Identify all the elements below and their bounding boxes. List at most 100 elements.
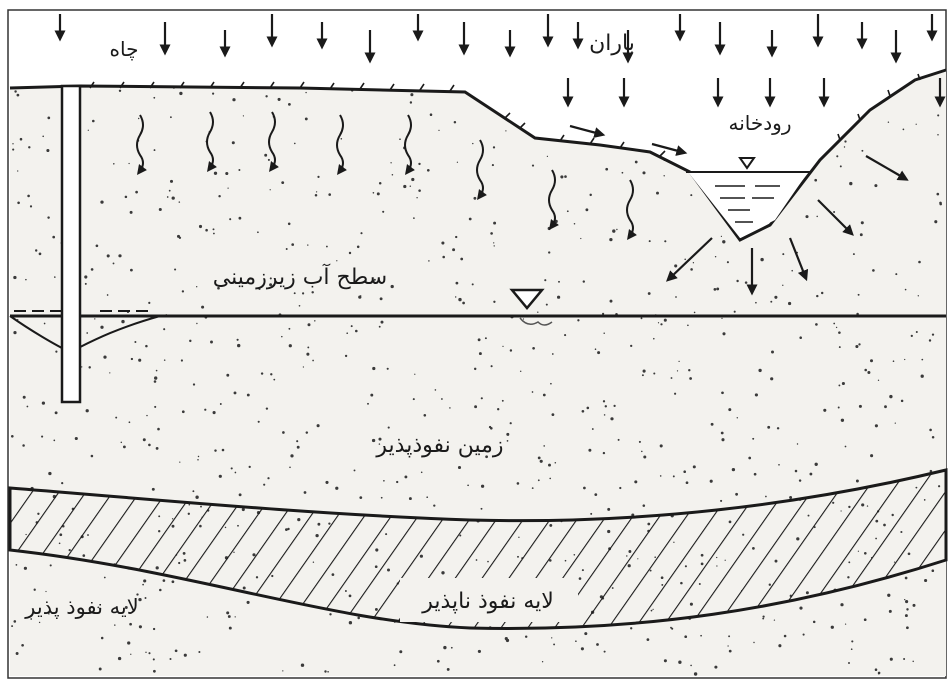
soil-speck: [799, 607, 802, 610]
soil-speck: [357, 617, 360, 620]
soil-speck: [474, 405, 477, 408]
soil-speck: [478, 650, 481, 653]
soil-speck: [728, 635, 730, 637]
soil-speck: [218, 195, 220, 197]
soil-speck: [714, 288, 717, 291]
soil-speck: [473, 197, 476, 200]
soil-speck: [437, 660, 440, 663]
soil-speck: [532, 347, 535, 350]
soil-speck: [179, 201, 180, 202]
soil-speck: [39, 253, 42, 256]
soil-speck: [845, 446, 847, 448]
soil-speck: [314, 320, 315, 321]
soil-speck: [875, 668, 878, 671]
soil-speck: [805, 215, 808, 218]
soil-speck: [107, 254, 110, 257]
soil-speck: [247, 394, 250, 397]
soil-speck: [795, 470, 798, 473]
soil-speck: [443, 646, 446, 649]
soil-speck: [349, 252, 351, 254]
soil-speck: [716, 287, 719, 290]
soil-speck: [678, 361, 679, 362]
soil-speck: [683, 470, 686, 473]
soil-speck: [169, 658, 171, 660]
soil-speck: [179, 92, 182, 95]
soil-speck: [267, 477, 269, 479]
soil-speck: [878, 673, 880, 675]
soil-speck: [932, 333, 934, 335]
soil-speck: [308, 323, 311, 326]
soil-speck: [220, 403, 222, 405]
soil-speck: [585, 208, 588, 211]
soil-speck: [748, 457, 751, 460]
soil-speck: [595, 348, 597, 350]
soil-speck: [813, 621, 816, 624]
soil-speck: [104, 577, 106, 579]
soil-speck: [803, 634, 805, 636]
soil-speck: [270, 189, 271, 190]
soil-speck: [715, 256, 716, 257]
soil-speck: [282, 670, 283, 671]
soil-speck: [154, 376, 157, 379]
soil-speck: [537, 312, 538, 313]
soil-speck: [878, 380, 879, 381]
soil-speck: [686, 481, 689, 484]
soil-speck: [278, 98, 281, 101]
soil-speck: [936, 193, 939, 196]
soil-speck: [643, 370, 646, 373]
soil-speck: [677, 370, 678, 371]
soil-speck: [845, 623, 846, 624]
soil-speck: [410, 185, 411, 186]
soil-speck: [735, 493, 738, 496]
soil-speck: [816, 216, 818, 218]
soil-speck: [143, 579, 146, 582]
soil-speck: [219, 475, 222, 478]
soil-speck: [745, 281, 748, 284]
soil-speck: [809, 473, 812, 476]
soil-speck: [551, 637, 552, 638]
soil-speck: [265, 95, 267, 97]
soil-speck: [101, 637, 104, 640]
soil-speck: [164, 359, 166, 361]
soil-speck: [119, 90, 121, 92]
soil-speck: [394, 664, 396, 666]
soil-speck: [557, 296, 560, 299]
soil-speck: [860, 233, 863, 236]
soil-speck: [12, 143, 13, 144]
soil-speck: [86, 332, 88, 334]
soil-speck: [196, 323, 197, 324]
soil-speck: [613, 405, 615, 407]
soil-speck: [156, 370, 158, 372]
soil-speck: [777, 427, 779, 429]
soil-speck: [502, 400, 504, 402]
soil-speck: [916, 331, 918, 333]
soil-speck: [261, 372, 263, 374]
soil-speck: [493, 146, 495, 148]
soil-speck: [42, 136, 44, 138]
soil-speck: [851, 648, 853, 650]
soil-speck: [238, 169, 240, 171]
soil-speck: [771, 351, 774, 354]
soil-speck: [170, 116, 172, 118]
soil-speck: [127, 641, 130, 644]
soil-speck: [630, 345, 632, 347]
soil-speck: [235, 616, 236, 617]
soil-speck: [481, 397, 483, 399]
soil-speck: [28, 146, 30, 148]
soil-speck: [148, 444, 151, 447]
soil-speck: [107, 294, 109, 296]
soil-speck: [184, 654, 187, 657]
soil-speck: [839, 346, 841, 348]
soil-speck: [856, 480, 859, 483]
soil-speck: [905, 614, 908, 617]
soil-speck: [895, 422, 896, 423]
soil-speck: [113, 163, 115, 165]
soil-speck: [550, 383, 552, 385]
soil-speck: [452, 248, 455, 251]
soil-speck: [493, 222, 496, 225]
soil-speck: [538, 457, 541, 460]
soil-speck: [328, 193, 331, 196]
soil-speck: [193, 383, 195, 385]
soil-speck: [575, 640, 577, 642]
soil-speck: [906, 608, 908, 610]
